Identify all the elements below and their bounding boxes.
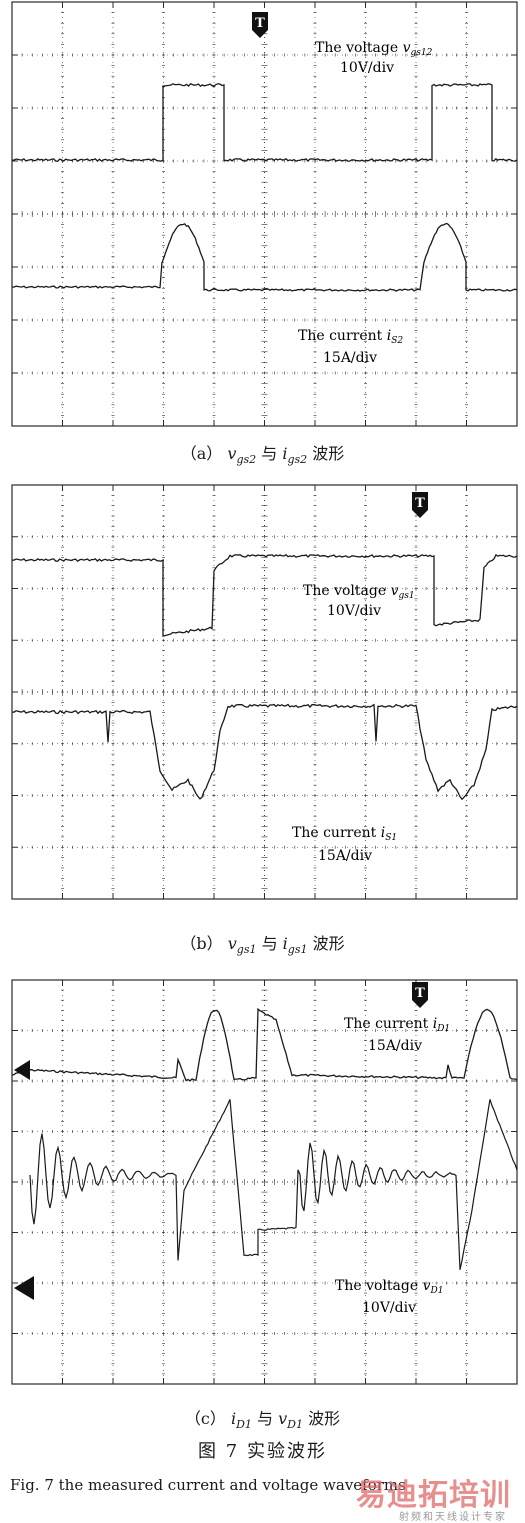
trigger-marker-c: T xyxy=(412,982,428,1008)
annotation-current-b: The current iS1 xyxy=(292,825,397,843)
grid-c xyxy=(11,979,518,1385)
waveforms-c xyxy=(11,1007,518,1270)
annotation-voltage-scale-b: 10V/div xyxy=(327,603,381,619)
scope-panel-c: T The current iD1 15A/div The voltage vD… xyxy=(0,970,525,1390)
figure-number: 图 7 实验波形 xyxy=(198,1441,327,1462)
annotation-current-c: The current iD1 xyxy=(344,1016,450,1034)
grid-a xyxy=(11,1,518,427)
trigger-marker-a: T xyxy=(252,12,268,38)
trigger-marker-b: T xyxy=(412,492,428,518)
scope-panel-b: T The voltage vgs1 10V/div The current i… xyxy=(0,480,525,905)
svg-text:T: T xyxy=(415,986,425,1001)
caption-c: （c） iD1 与 vD1 波形 xyxy=(184,1409,341,1431)
oscilloscope-c: T The current iD1 15A/div The voltage vD… xyxy=(11,979,518,1385)
oscilloscope-b: T The voltage vgs1 10V/div The current i… xyxy=(11,484,518,900)
grid-b xyxy=(11,484,518,900)
scope-panel-a: T The voltage vgs12 10V/div The current … xyxy=(0,0,525,430)
annotation-voltage-scale-c: 10V/div xyxy=(362,1300,416,1316)
figure-caption-english: Fig. 7 the measured current and voltage … xyxy=(10,1476,406,1494)
watermark-logo: 易迪拓培训 xyxy=(356,1478,511,1513)
waveforms-b xyxy=(11,553,518,801)
annotation-current-scale-a: 15A/div xyxy=(323,350,377,366)
ground-marker-voltage-icon xyxy=(14,1276,34,1300)
oscilloscope-a: T The voltage vgs12 10V/div The current … xyxy=(11,1,518,427)
svg-text:T: T xyxy=(415,496,425,511)
annotation-current-scale-c: 15A/div xyxy=(368,1038,422,1054)
waveforms-a xyxy=(11,83,518,292)
ground-marker-current-icon xyxy=(14,1060,30,1080)
annotation-voltage-scale-a: 10V/div xyxy=(340,60,394,76)
svg-text:T: T xyxy=(255,16,265,31)
annotation-current-scale-b: 15A/div xyxy=(318,848,372,864)
watermark-subtitle: 射频和天线设计专家 xyxy=(399,1512,507,1523)
annotation-voltage-b: The voltage vgs1 xyxy=(303,583,415,601)
annotation-current-a: The current iS2 xyxy=(298,328,403,346)
annotation-voltage-c: The voltage vD1 xyxy=(335,1278,443,1296)
caption-a: （a） vgs2 与 igs2 波形 xyxy=(180,444,345,466)
annotation-voltage-a: The voltage vgs12 xyxy=(315,40,433,58)
caption-b: （b） vgs1 与 igs1 波形 xyxy=(180,934,345,956)
